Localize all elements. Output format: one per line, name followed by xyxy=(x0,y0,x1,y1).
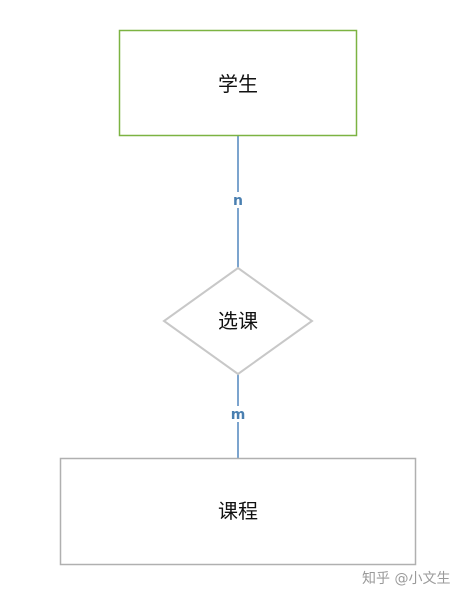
entity-course-box xyxy=(59,457,417,566)
entity-student-label: 学生 xyxy=(218,72,258,96)
relationship-diamond xyxy=(162,266,314,376)
cardinality-n: n xyxy=(233,193,243,209)
relationship-label: 选课 xyxy=(218,309,258,333)
entity-student-box xyxy=(118,29,358,137)
cardinality-m: m xyxy=(231,407,246,423)
entity-course-label: 课程 xyxy=(218,499,258,523)
watermark: 知乎 @小文生 xyxy=(362,571,451,587)
